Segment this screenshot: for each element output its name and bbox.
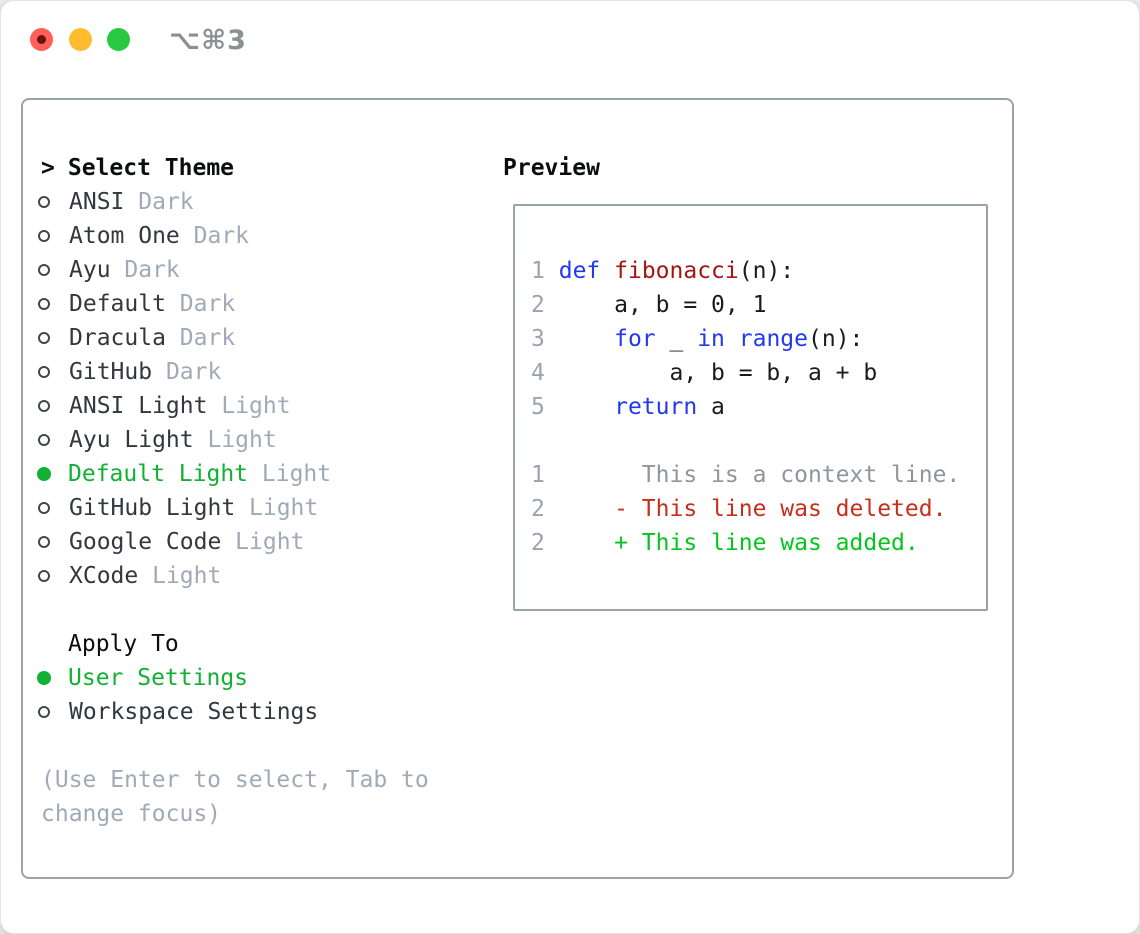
diff-sample: 1 This is a context line.2 - This line w… [531, 458, 986, 560]
radio-icon [38, 536, 50, 548]
apply-to-options: User Settings Workspace Settings [36, 661, 429, 729]
radio-icon [38, 332, 50, 344]
theme-item-ansi-light[interactable]: ANSI Light Light [36, 389, 429, 423]
hint-line-2: change focus) [41, 801, 222, 827]
radio-icon [38, 502, 50, 514]
code-token [545, 326, 614, 352]
diff-text: This is a context line. [544, 462, 961, 488]
line-number: 3 [531, 326, 545, 352]
radio-selected-icon [37, 671, 51, 685]
hint-line-1: (Use Enter to select, Tab to [41, 767, 429, 793]
code-line: 5 return a [531, 390, 986, 424]
radio-icon [38, 400, 50, 412]
window-title: ⌥⌘3 [169, 25, 247, 56]
code-token: a, b = 0, 1 [544, 292, 767, 318]
line-number: 2 [531, 292, 545, 318]
line-number: 4 [531, 360, 545, 386]
diff-line-added: 2 + This line was added. [531, 526, 986, 560]
line-number: 5 [531, 394, 545, 420]
diff-line-context: 1 This is a context line. [531, 458, 986, 492]
theme-picker-panel: > Select Theme ANSI Dark Atom One Dark Ay… [21, 98, 1014, 879]
code-line: 1 def fibonacci(n): [531, 254, 986, 288]
spacer [531, 424, 986, 458]
code-token: _ [655, 326, 698, 352]
code-token [545, 258, 559, 284]
select-theme-header: > Select Theme [36, 151, 429, 185]
code-token: a, b = b, a + b [544, 360, 878, 386]
code-token: in [697, 326, 725, 352]
theme-column: > Select Theme ANSI Dark Atom One Dark Ay… [36, 151, 429, 831]
code-token: return [614, 394, 698, 420]
theme-item-xcode[interactable]: XCode Light [36, 559, 429, 593]
code-token: range [738, 326, 809, 352]
code-token: (n): [808, 326, 864, 352]
theme-item-github[interactable]: GitHub Dark [36, 355, 429, 389]
line-number: 2 [531, 496, 545, 522]
zoom-button[interactable] [107, 28, 130, 51]
theme-item-ayu-light[interactable]: Ayu Light Light [36, 423, 429, 457]
line-number: 1 [531, 462, 545, 488]
preview-label: Preview [503, 155, 600, 181]
theme-item-dracula[interactable]: Dracula Dark [36, 321, 429, 355]
line-number: 1 [531, 258, 545, 284]
code-token: (n): [738, 258, 795, 284]
theme-item-github-light[interactable]: GitHub Light Light [36, 491, 429, 525]
theme-item-default-light[interactable]: Default Light Light [36, 457, 429, 491]
theme-list: ANSI Dark Atom One Dark Ayu Dark Default… [36, 185, 429, 593]
spacer [36, 729, 429, 763]
cursor-prefix: > [41, 155, 55, 181]
theme-item-google-code[interactable]: Google Code Light [36, 525, 429, 559]
apply-option-user-settings[interactable]: User Settings [36, 661, 429, 695]
diff-text: + This line was added. [544, 530, 919, 556]
diff-text: - This line was deleted. [544, 496, 947, 522]
diff-line-deleted: 2 - This line was deleted. [531, 492, 986, 526]
code-token: for [614, 326, 656, 352]
radio-icon [38, 264, 50, 276]
close-button[interactable] [30, 28, 53, 51]
theme-item-default[interactable]: Default Dark [36, 287, 429, 321]
line-number: 2 [531, 530, 545, 556]
code-line: 4 a, b = b, a + b [531, 356, 986, 390]
select-theme-label: Select Theme [67, 155, 235, 181]
apply-option-workspace-settings[interactable]: Workspace Settings [36, 695, 429, 729]
radio-icon [38, 230, 50, 242]
code-token: a [697, 394, 725, 420]
theme-item-atom-one[interactable]: Atom One Dark [36, 219, 429, 253]
apply-to-header: Apply To [68, 631, 179, 657]
code-line: 3 for _ in range(n): [531, 322, 986, 356]
code-token [600, 258, 614, 284]
radio-selected-icon [37, 467, 51, 481]
radio-icon [38, 196, 50, 208]
radio-icon [38, 706, 50, 718]
code-line: 2 a, b = 0, 1 [531, 288, 986, 322]
title-bar: ⌥⌘3 [1, 1, 1139, 77]
theme-item-ayu[interactable]: Ayu Dark [36, 253, 429, 287]
radio-icon [38, 434, 50, 446]
minimize-button[interactable] [69, 28, 92, 51]
radio-icon [38, 366, 50, 378]
code-token: fibonacci [614, 258, 739, 284]
code-token [545, 394, 614, 420]
theme-item-ansi[interactable]: ANSI Dark [36, 185, 429, 219]
code-token [725, 326, 739, 352]
radio-icon [38, 298, 50, 310]
spacer [36, 593, 429, 627]
code-token: def [558, 258, 601, 284]
radio-icon [38, 570, 50, 582]
